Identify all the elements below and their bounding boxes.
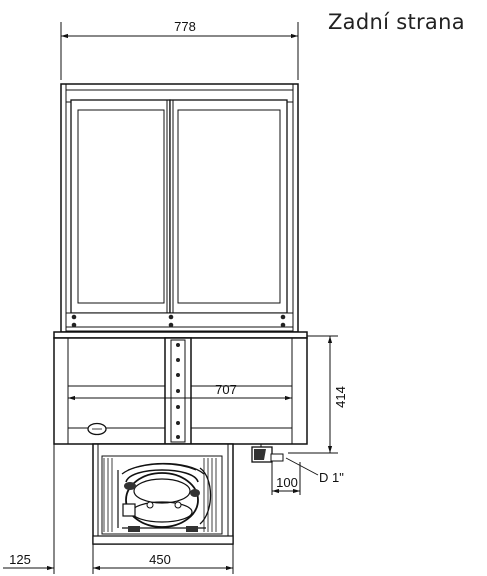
left-door-glass [77,109,165,304]
side-offset-label: 125 [9,552,31,567]
inner-width-label: 707 [215,382,237,397]
right-door-glass [177,109,281,304]
compressor [125,472,199,528]
dimension-base-height: 414 [288,335,348,454]
outlet-offset-label: 100 [276,475,298,490]
dimension-outlet-offset: 100 [271,462,301,495]
view-title: Zadní strana [328,10,465,34]
overall-width-label: 778 [174,19,196,34]
dimension-overall-width: 778 [60,19,299,80]
dimension-inner-width: 707 [68,382,292,401]
pipe-diameter-label: D 1" [319,470,344,485]
drain-outlet [251,444,319,476]
unit-width-label: 450 [149,552,171,567]
base-cabinet [53,331,308,445]
base-height-label: 414 [333,386,348,408]
upper-cabinet [60,83,299,333]
cooling-unit [92,443,234,545]
dimension-unit-width: 450 [93,544,234,574]
